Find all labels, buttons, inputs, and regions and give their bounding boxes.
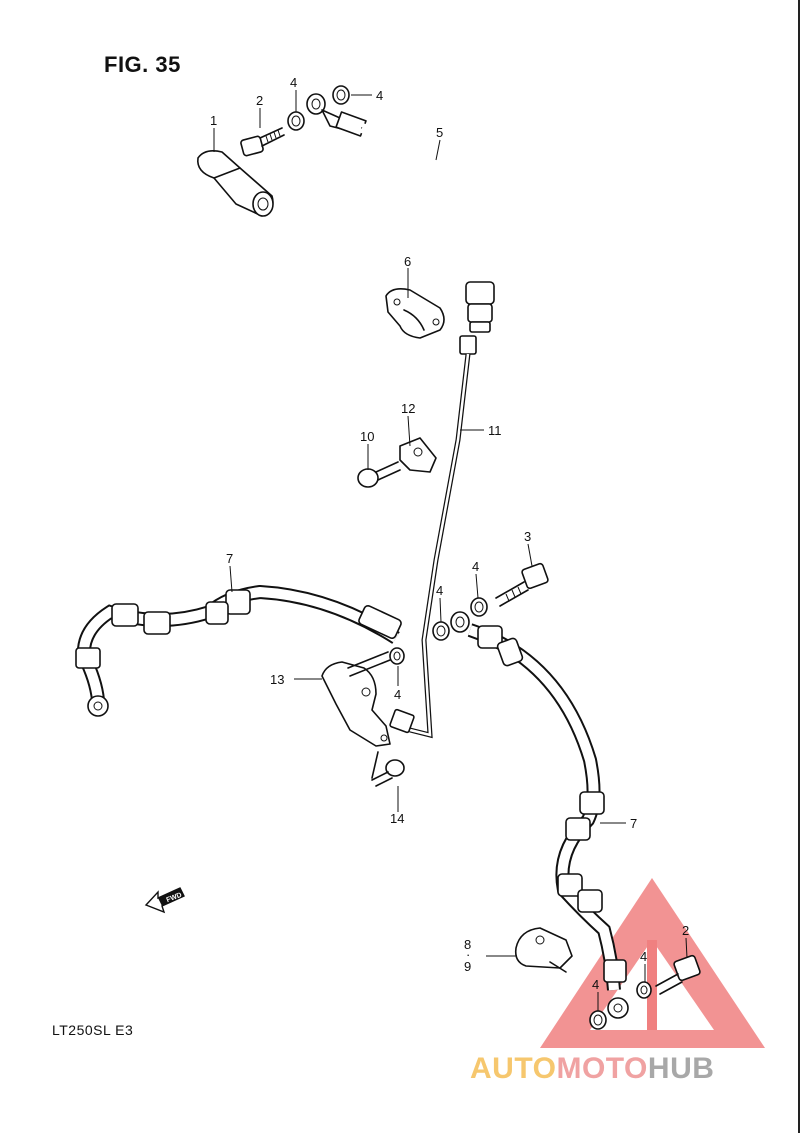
callout-4: 4 [592,977,600,992]
part-12-bracket [399,437,437,473]
model-label: LT250SL E3 [52,1022,134,1038]
callout-6: 6 [404,254,412,269]
callout-3: 3 [524,529,532,544]
part-4-washer-b [332,85,350,105]
part-7-left-brake-hose [75,584,402,717]
callout-4: 4 [436,583,444,598]
callout-2: 2 [682,923,690,938]
callout-12: 12 [401,401,416,416]
part-4-washer-c [470,597,488,617]
part-4-washer-a [287,111,305,131]
part-6-clamp [385,288,445,339]
watermark-part-3: HUB [647,1052,715,1085]
part-5-upper-brake-hose [306,93,497,333]
callout-7: 7 [226,551,234,566]
callout-14: 14 [390,811,405,826]
part-13-brake-joint [321,651,391,747]
watermark-text: AUTOMOTOHUB [470,1052,714,1086]
callout-leaders [213,90,688,1011]
part-2-union-bolt-top [240,127,285,157]
callout-13: 13 [270,672,285,687]
part-14-bolt [371,751,405,787]
part-7-right-brake-hose [450,611,629,1019]
callout-5: 5 [436,125,444,140]
callout-4: 4 [290,75,298,90]
callout-10: 10 [360,429,375,444]
watermark-part-2: MOTO [556,1052,648,1085]
part-4-washer-g [589,1010,607,1030]
callout-8: 8 [464,937,472,952]
part-4-washer-d [432,621,450,641]
part-4-washer-f [636,981,652,999]
callout-4: 4 [394,687,402,702]
callout-4: 4 [472,559,480,574]
watermark-part-1: AUTO [470,1052,557,1085]
callout-9: 9 [464,959,472,974]
part-10-bolt [357,461,401,488]
callout-2: 2 [256,93,264,108]
part-8-9-bracket [514,927,573,973]
part-1-boot [197,150,274,217]
fwd-arrow-icon: FWD [144,887,185,914]
callout-7: 7 [630,816,638,831]
callout-4: 4 [376,88,384,103]
part-2-union-bolt-bottom [655,954,701,995]
part-3-bolt [495,562,549,607]
callout-11: 11 [488,423,502,438]
part-4-washer-e [389,647,405,665]
part-11-brake-pipe [389,335,477,739]
callout-4: 4 [640,949,648,964]
callout-dot: · [466,947,471,962]
callout-1: 1 [210,113,218,128]
figure-title: FIG. 35 [104,52,181,77]
